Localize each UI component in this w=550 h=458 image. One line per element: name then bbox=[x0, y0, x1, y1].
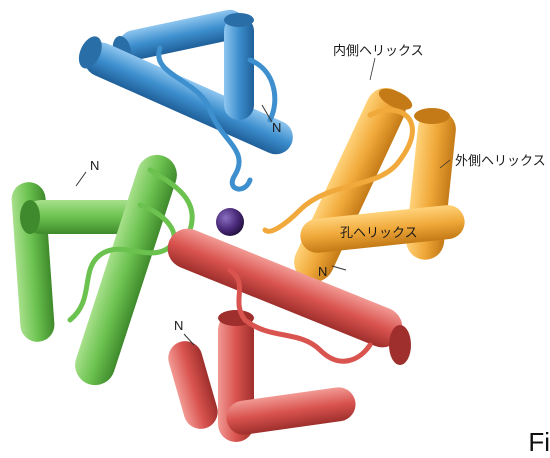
n-terminus-label-orange: N bbox=[318, 264, 327, 279]
blue-vertical-helix bbox=[224, 16, 254, 120]
red-subunit bbox=[162, 223, 411, 442]
blue-subunit bbox=[74, 7, 298, 189]
n-terminus-green-line bbox=[76, 172, 86, 186]
n-terminus-label-red: N bbox=[174, 318, 183, 333]
orange-subunit bbox=[265, 81, 466, 288]
blue-inner-helix bbox=[79, 37, 298, 160]
n-terminus-label-green: N bbox=[90, 158, 99, 173]
inner-helix-leader bbox=[370, 58, 375, 80]
n-terminus-label-blue: N bbox=[272, 120, 281, 135]
corner-text: Fi bbox=[528, 427, 550, 458]
pore-helix-label: 孔ヘリックス bbox=[340, 222, 418, 241]
inner-helix-label: 内側ヘリックス bbox=[333, 40, 424, 59]
outer-helix-label: 外側ヘリックス bbox=[455, 150, 546, 169]
green-inner-helix bbox=[70, 150, 182, 391]
red-left-helix bbox=[164, 337, 221, 433]
potassium-ion bbox=[216, 208, 244, 236]
n-terminus-orange-line bbox=[332, 266, 346, 270]
green-subunit bbox=[10, 150, 192, 391]
